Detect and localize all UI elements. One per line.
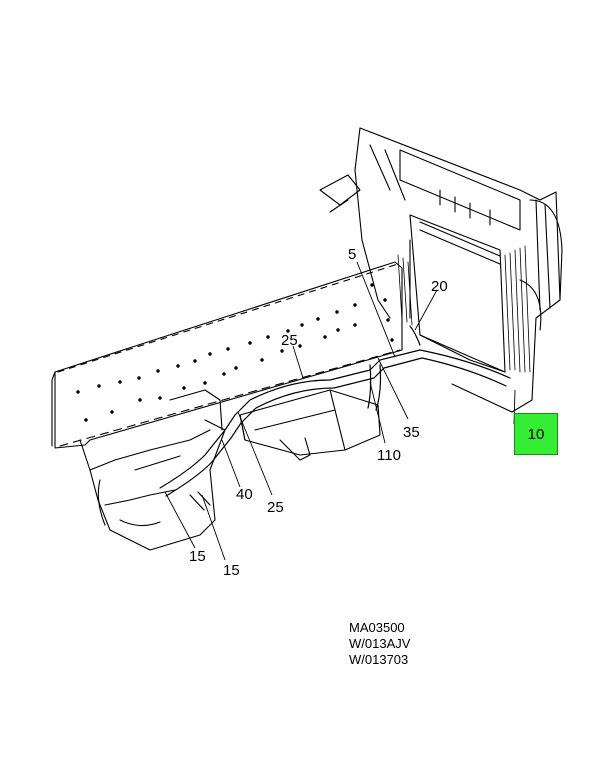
frame-rail: [51, 261, 403, 449]
callout-25-upper[interactable]: 25: [281, 332, 298, 349]
leader-lines: [164, 261, 516, 561]
callout-5[interactable]: 5: [348, 246, 357, 263]
reference-line-1: MA03500: [349, 620, 405, 635]
cooler-hoses: [159, 325, 511, 511]
callout-20[interactable]: 20: [431, 278, 448, 295]
reference-codes: MA03500 W/013AJV W/013703: [349, 620, 410, 668]
callout-110[interactable]: 110: [377, 447, 401, 464]
callout-35[interactable]: 35: [403, 424, 420, 441]
callout-25-lower[interactable]: 25: [267, 499, 284, 516]
callout-10-highlight[interactable]: 10: [514, 413, 558, 455]
reference-line-2: W/013AJV: [349, 636, 411, 651]
callout-15-left[interactable]: 15: [189, 548, 206, 565]
cooler-block: [239, 389, 381, 461]
callout-15-right[interactable]: 15: [223, 562, 240, 579]
callout-40[interactable]: 40: [236, 486, 253, 503]
transmission: [79, 389, 226, 551]
reference-line-3: W/013703: [349, 652, 409, 667]
radiator-module: [319, 127, 563, 413]
